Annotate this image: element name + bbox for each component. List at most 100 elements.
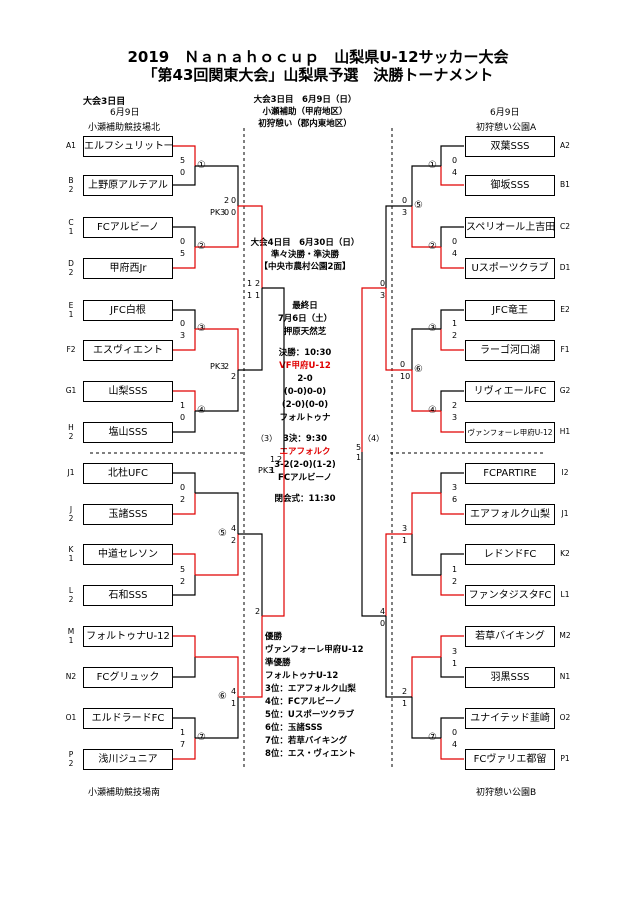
right-team-4: Uスポーツクラブ [465,258,555,279]
score: 2 [255,279,261,288]
right-team-code: B1 [560,180,570,189]
score: 1 [270,466,276,475]
final-day: 最終日 [292,301,318,311]
score: 6 [452,495,458,504]
right-team-6: ラーゴ河口湖 [465,340,555,361]
right-match-5-label: ⑤ [414,200,423,211]
right-match-2-label: ② [428,241,437,252]
score: 1 [247,291,253,300]
score: 1 [452,565,458,574]
final-time: 決勝：10:30 [278,348,332,358]
left-team-11: 中道セレソン [83,544,173,565]
third-winner: エアフォルク [279,447,331,457]
right-team-code: J1 [561,509,569,518]
left-team-code: E 1 [68,301,74,319]
score: 4 [380,607,386,616]
left-team-5: JFC白根 [83,300,173,321]
right-date: 6月9日 [490,108,520,118]
score: 0 [402,196,408,205]
left-team-code: J1 [67,468,75,477]
score: 2 [452,401,458,410]
score: 2 [277,455,283,464]
center-mid-info: 大会4日目 6月30日（日） 準々決勝・準決勝 【中央市農村公園2面】 [240,237,370,273]
left-match-4-label: ④ [197,405,206,416]
left-team-7: 山梨SSS [83,381,173,402]
right-team-code: E2 [560,305,570,314]
right-team-2: 御坂SSS [465,175,555,196]
right-match-1-label: ① [428,160,437,171]
left-date: 6月9日 [110,108,140,118]
right-team-15: ユナイテッド韮崎 [465,708,555,729]
score: 0 [231,208,237,217]
right-team-11: レドンドFC [465,544,555,565]
final-score1: 2-0 [297,374,313,384]
left-team-12: 石和SSS [83,585,173,606]
left-match-3-label: ③ [197,323,206,334]
runner-up: フォルトゥナU-12 [265,671,339,681]
right-team-code: O2 [559,713,571,722]
score: 0 [224,208,230,217]
score: 0 [180,237,186,246]
right-team-code: F1 [560,345,570,354]
left-team-13: フォルトゥナU-12 [83,626,173,647]
final-loser: フォルトゥナ [279,413,331,423]
right-team-code: H1 [559,427,571,436]
score: 3 [402,524,408,533]
score: 0 [380,619,386,628]
left-team-2: 上野原アルテアル [83,175,173,196]
final-score2: (0-0)0-0) [283,387,327,397]
score: 1 [255,291,261,300]
right-team-code: I2 [561,468,569,477]
right-semi-label: （4） [363,434,385,443]
left-team-code: P 2 [68,750,74,768]
center-top-line2: 小瀬補助（甲府地区） [262,107,348,117]
score: PK3 [210,362,226,371]
rank-3: 3位：エアフォルク山梨 [265,684,356,694]
score: 1 [452,319,458,328]
left-team-code: G1 [65,386,77,395]
results-block: 優勝 ヴァンフォーレ甲府U-12 準優勝 フォルトゥナU-12 3位：エアフォル… [265,631,364,761]
score: 1 [231,699,237,708]
left-match-1-label: ① [197,160,206,171]
page-title: 2019 Ｎａｎａｈｏｃｕｐ 山梨県U-12サッカー大会 [127,48,509,66]
rank-8: 8位：エス・ヴィエント [265,749,356,759]
score: 5 [356,443,362,452]
score: 4 [231,524,237,533]
center-mid-line3: 【中央市農村公園2面】 [259,262,351,272]
champion: ヴァンフォーレ甲府U-12 [265,645,364,655]
score: 2 [224,362,230,371]
left-team-9: 北杜UFC [83,463,173,484]
left-team-code: B 2 [68,176,74,194]
score: 0 [180,168,186,177]
center-top-info: 大会3日目 6月9日（日） 小瀬補助（甲府地区） 初狩憩い（郡内東地区） [240,94,370,130]
rank-5: 5位：Uスポーツクラブ [265,710,355,720]
left-match-2-label: ② [197,241,206,252]
rank-7: 7位：若草バイキング [265,736,348,746]
left-team-code: D 2 [68,259,74,277]
rank-4: 4位：FCアルビーノ [265,697,342,707]
left-team-3: FCアルビーノ [83,217,173,238]
left-team-code: F2 [66,345,76,354]
right-team-12: ファンタジスタFC [465,585,555,606]
left-team-1: エルフシュリット一宮 [83,136,173,157]
left-team-code: J 2 [68,505,74,523]
score: 1 [180,728,186,737]
final-venue: 押原天然芝 [283,327,327,337]
score: 2 [231,536,237,545]
right-team-14: 羽黒SSS [465,667,555,688]
score: 0 [452,156,458,165]
right-team-code: D1 [559,263,571,272]
score: 0 [231,196,237,205]
left-team-14: FCグリュック [83,667,173,688]
right-team-9: FCPARTIRE [465,463,555,484]
score: 10 [400,372,411,381]
left-team-code: M 1 [67,627,75,645]
score: 0 [380,279,386,288]
final-date: 7月6日（土） [277,314,333,324]
score: 1 [270,455,276,464]
score: 4 [452,249,458,258]
runner-label: 準優勝 [265,658,291,668]
left-match-5-label: ⑤ [218,528,227,539]
center-mid-line2: 準々決勝・準決勝 [270,250,339,260]
